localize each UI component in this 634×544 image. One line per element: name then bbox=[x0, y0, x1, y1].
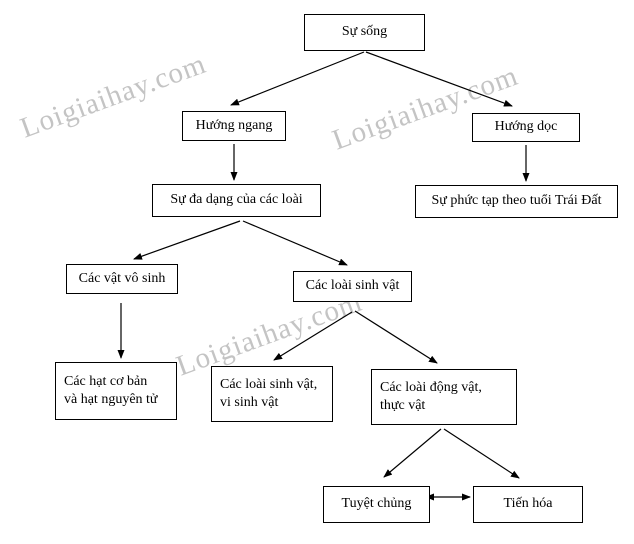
node-cac-vat-vo-sinh: Các vật vô sinh bbox=[66, 264, 178, 294]
node-huong-ngang: Hướng ngang bbox=[182, 111, 286, 141]
node-su-phuc-tap-theo-tuoi-trai-dat: Sự phức tạp theo tuổi Trái Đất bbox=[415, 185, 618, 218]
node-huong-doc: Hướng dọc bbox=[472, 113, 580, 142]
node-cac-loai-sinh-vat-vi-sinh-vat: Các loài sinh vật, vi sinh vật bbox=[211, 366, 333, 422]
arrow-susong-huongdoc bbox=[365, 51, 513, 107]
arrow-susong-huongngang bbox=[230, 51, 365, 106]
arrow-dadang-sinhvat bbox=[242, 220, 348, 266]
node-tuyet-chung: Tuyệt chủng bbox=[323, 486, 430, 523]
arrow-dongvat-tienhoa bbox=[443, 428, 520, 479]
node-cac-loai-dong-vat-thuc-vat: Các loài động vật, thực vật bbox=[371, 369, 517, 425]
node-su-da-dang-cua-cac-loai: Sự đa dạng của các loài bbox=[152, 184, 321, 217]
arrow-sinhvat-dongvat bbox=[354, 310, 438, 364]
arrow-dadang-vosinh bbox=[133, 220, 241, 260]
node-cac-loai-sinh-vat: Các loài sinh vật bbox=[293, 271, 412, 302]
node-su-song: Sự sống bbox=[304, 14, 425, 51]
arrow-dongvat-tuyetchung bbox=[383, 428, 442, 478]
node-cac-hat-co-ban: Các hạt cơ bản và hạt nguyên tử bbox=[55, 362, 177, 420]
node-tien-hoa: Tiến hóa bbox=[473, 486, 583, 523]
arrow-sinhvat-visinhvat bbox=[273, 311, 353, 361]
